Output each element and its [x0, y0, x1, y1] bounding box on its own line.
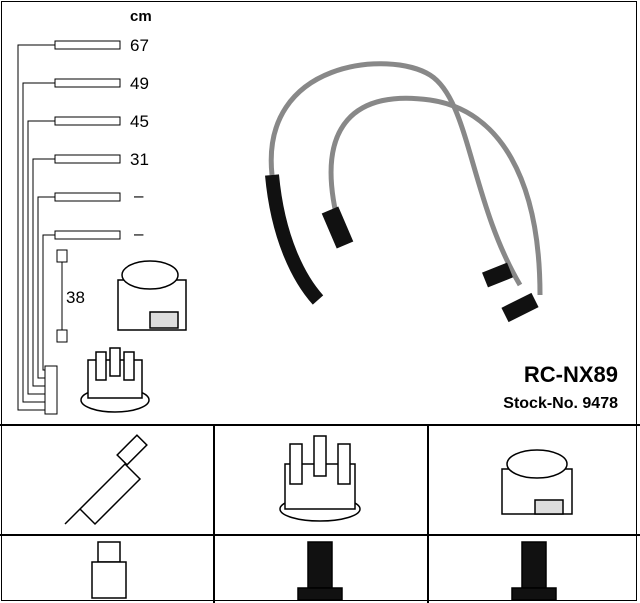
coil-lead-length: 38: [66, 288, 85, 307]
divider: [427, 424, 429, 603]
coil-terminal-icon: [511, 541, 557, 601]
stock-number: Stock-No. 9478: [503, 395, 618, 412]
terminal-icons: [44, 40, 121, 415]
ignition-coil-icon: [117, 260, 187, 331]
ignition-coil-icon: [501, 449, 573, 515]
spark-plug-icon: [64, 434, 148, 526]
length-label: 31: [130, 150, 149, 169]
length-label: 67: [130, 36, 149, 55]
model-number: RC-NX89: [523, 362, 618, 387]
length-label: –: [134, 224, 144, 243]
divider: [0, 424, 640, 426]
divider: [213, 424, 215, 603]
unit-label: cm: [130, 8, 152, 25]
distributor-cap-icon: [279, 435, 361, 522]
cap-terminal-icon: [297, 541, 343, 601]
divider: [0, 534, 640, 536]
length-label: 45: [130, 112, 149, 131]
length-label: 49: [130, 74, 149, 93]
ignition-cables: [265, 61, 543, 323]
cable-schematic: [17, 44, 63, 411]
length-label: –: [134, 186, 144, 205]
component-grid: [64, 434, 573, 601]
distributor-cap-icon: [80, 347, 150, 413]
plug-terminal-icon: [91, 541, 127, 599]
cable-set-drawing: [17, 40, 543, 415]
